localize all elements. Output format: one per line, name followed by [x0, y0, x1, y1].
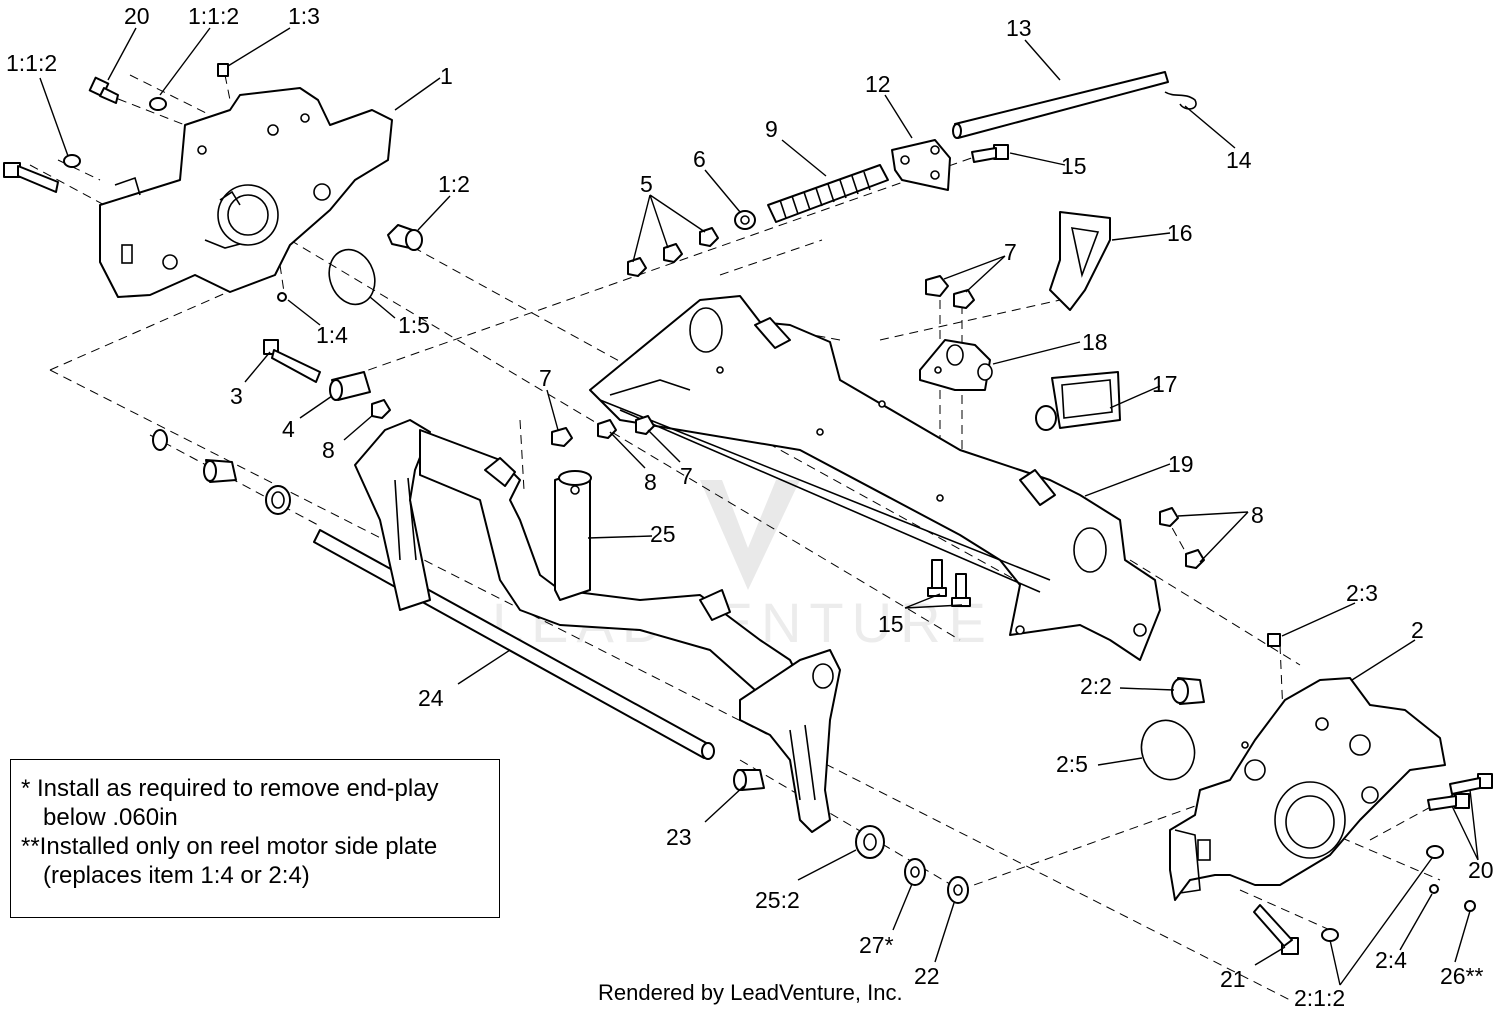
- callout-22: 22: [914, 963, 940, 989]
- callout-23: 23: [666, 824, 692, 850]
- callout-18: 18: [1082, 329, 1108, 355]
- leader-lines: [39, 27, 1479, 986]
- callout-2-4: 2:4: [1375, 947, 1407, 973]
- washer-6: [734, 210, 756, 230]
- right-side-plate: [1169, 677, 1446, 901]
- note-line-2: below .060in: [43, 804, 178, 831]
- callout-25-2: 25:2: [755, 887, 800, 913]
- bushings-2-1-2: [1321, 845, 1444, 942]
- bolt-21: [1253, 904, 1299, 955]
- callout-5: 5: [640, 171, 653, 197]
- bracket-18: [919, 339, 993, 391]
- left-side-plate: [99, 87, 393, 298]
- callout-15-top: 15: [1061, 153, 1087, 179]
- callout-8-mid: 8: [644, 469, 657, 495]
- note-line-3: **Installed only on reel motor side plat…: [21, 833, 438, 860]
- o-ring-1-5: [328, 248, 376, 306]
- nuts-7-top: [925, 275, 975, 309]
- callout-1-1-2-top: 1:1:2: [188, 3, 239, 29]
- callout-1-3: 1:3: [288, 3, 320, 29]
- rendered-by-credit: Rendered by LeadVenture, Inc.: [598, 980, 903, 1005]
- callout-6: 6: [693, 146, 706, 172]
- callout-3: 3: [230, 383, 243, 409]
- callout-7-top: 7: [1004, 239, 1017, 265]
- callout-17: 17: [1152, 371, 1178, 397]
- bushing-1-2: [387, 224, 423, 251]
- notes-box: * Install as required to remove end-play…: [10, 759, 500, 918]
- callout-13: 13: [1006, 15, 1032, 41]
- bushing-1-1-2-left: [63, 154, 81, 168]
- callout-20: 20: [124, 3, 150, 29]
- callout-26: 26**: [1440, 963, 1484, 989]
- callout-9: 9: [765, 116, 778, 142]
- callout-2-3: 2:3: [1346, 580, 1378, 606]
- rod-13: [952, 71, 1169, 139]
- bushing-1-1-2-top: [149, 97, 167, 111]
- callout-1-4: 1:4: [316, 322, 348, 348]
- spacer-23: [733, 769, 765, 791]
- callout-27: 27*: [859, 932, 894, 958]
- callout-24: 24: [418, 685, 444, 711]
- callout-20-right: 20: [1468, 857, 1494, 883]
- callout-8-left: 8: [322, 437, 335, 463]
- screw-2-3: [1267, 633, 1281, 647]
- callout-labels: 20 1:1:2 1:3 1:1:2 1 1:2 1:4 1:5 13 12 9…: [6, 3, 1494, 1011]
- pedal-assembly-25: [354, 419, 841, 833]
- callout-7-mid: 7: [539, 365, 552, 391]
- spacer-left: [203, 459, 237, 483]
- screw-1-3: [217, 63, 229, 77]
- bolt-15-top: [971, 144, 1009, 163]
- nuts-5: [627, 227, 719, 277]
- washer-22: [947, 876, 969, 904]
- bushing-25-2: [855, 825, 885, 859]
- callout-2-5: 2:5: [1056, 751, 1088, 777]
- note-line-1: * Install as required to remove end-play: [21, 775, 439, 802]
- callout-21: 21: [1220, 966, 1246, 992]
- callout-15-bottom: 15: [878, 611, 904, 637]
- callout-1: 1: [440, 63, 453, 89]
- callout-2-1-2: 2:1:2: [1294, 985, 1345, 1011]
- ball-1-4: [277, 292, 287, 302]
- ball-2-4: [1429, 884, 1439, 894]
- note-line-4: (replaces item 1:4 or 2:4): [43, 862, 310, 889]
- callout-1-1-2-left: 1:1:2: [6, 50, 57, 76]
- callout-12: 12: [865, 71, 891, 97]
- pin-17: [1035, 371, 1121, 431]
- callout-7-mid2: 7: [680, 463, 693, 489]
- nut-8-left: [371, 399, 391, 419]
- handle-16: [1049, 211, 1111, 311]
- callout-25: 25: [650, 521, 676, 547]
- bushing-left: [265, 485, 291, 515]
- callout-16: 16: [1167, 220, 1193, 246]
- callout-19: 19: [1168, 451, 1194, 477]
- main-frame-19: [589, 295, 1161, 661]
- spacer-4: [329, 371, 371, 401]
- nuts-8-right: [1159, 507, 1205, 569]
- callout-1-2: 1:2: [438, 171, 470, 197]
- nut-7-mid: [551, 427, 573, 447]
- washer-left: [152, 429, 168, 451]
- callout-1-5: 1:5: [398, 312, 430, 338]
- washer-27: [904, 858, 926, 886]
- bolt-left-plate: [3, 162, 59, 193]
- bushing-2-2: [1171, 677, 1205, 705]
- callout-4: 4: [282, 416, 295, 442]
- callout-14: 14: [1226, 147, 1252, 173]
- spring-9: [767, 164, 889, 223]
- bolts-20-right: [1427, 773, 1493, 811]
- bolt-20-left: [88, 76, 119, 104]
- callout-2: 2: [1411, 617, 1424, 643]
- callout-8-right: 8: [1251, 502, 1264, 528]
- bracket-12: [891, 139, 951, 191]
- callout-2-2: 2:2: [1080, 673, 1112, 699]
- screw-26: [1464, 900, 1476, 912]
- bolts-15-bottom: [927, 559, 971, 607]
- hairpin-14: [1164, 91, 1197, 110]
- bolt-3: [263, 339, 321, 383]
- o-ring-2-5: [1140, 719, 1196, 781]
